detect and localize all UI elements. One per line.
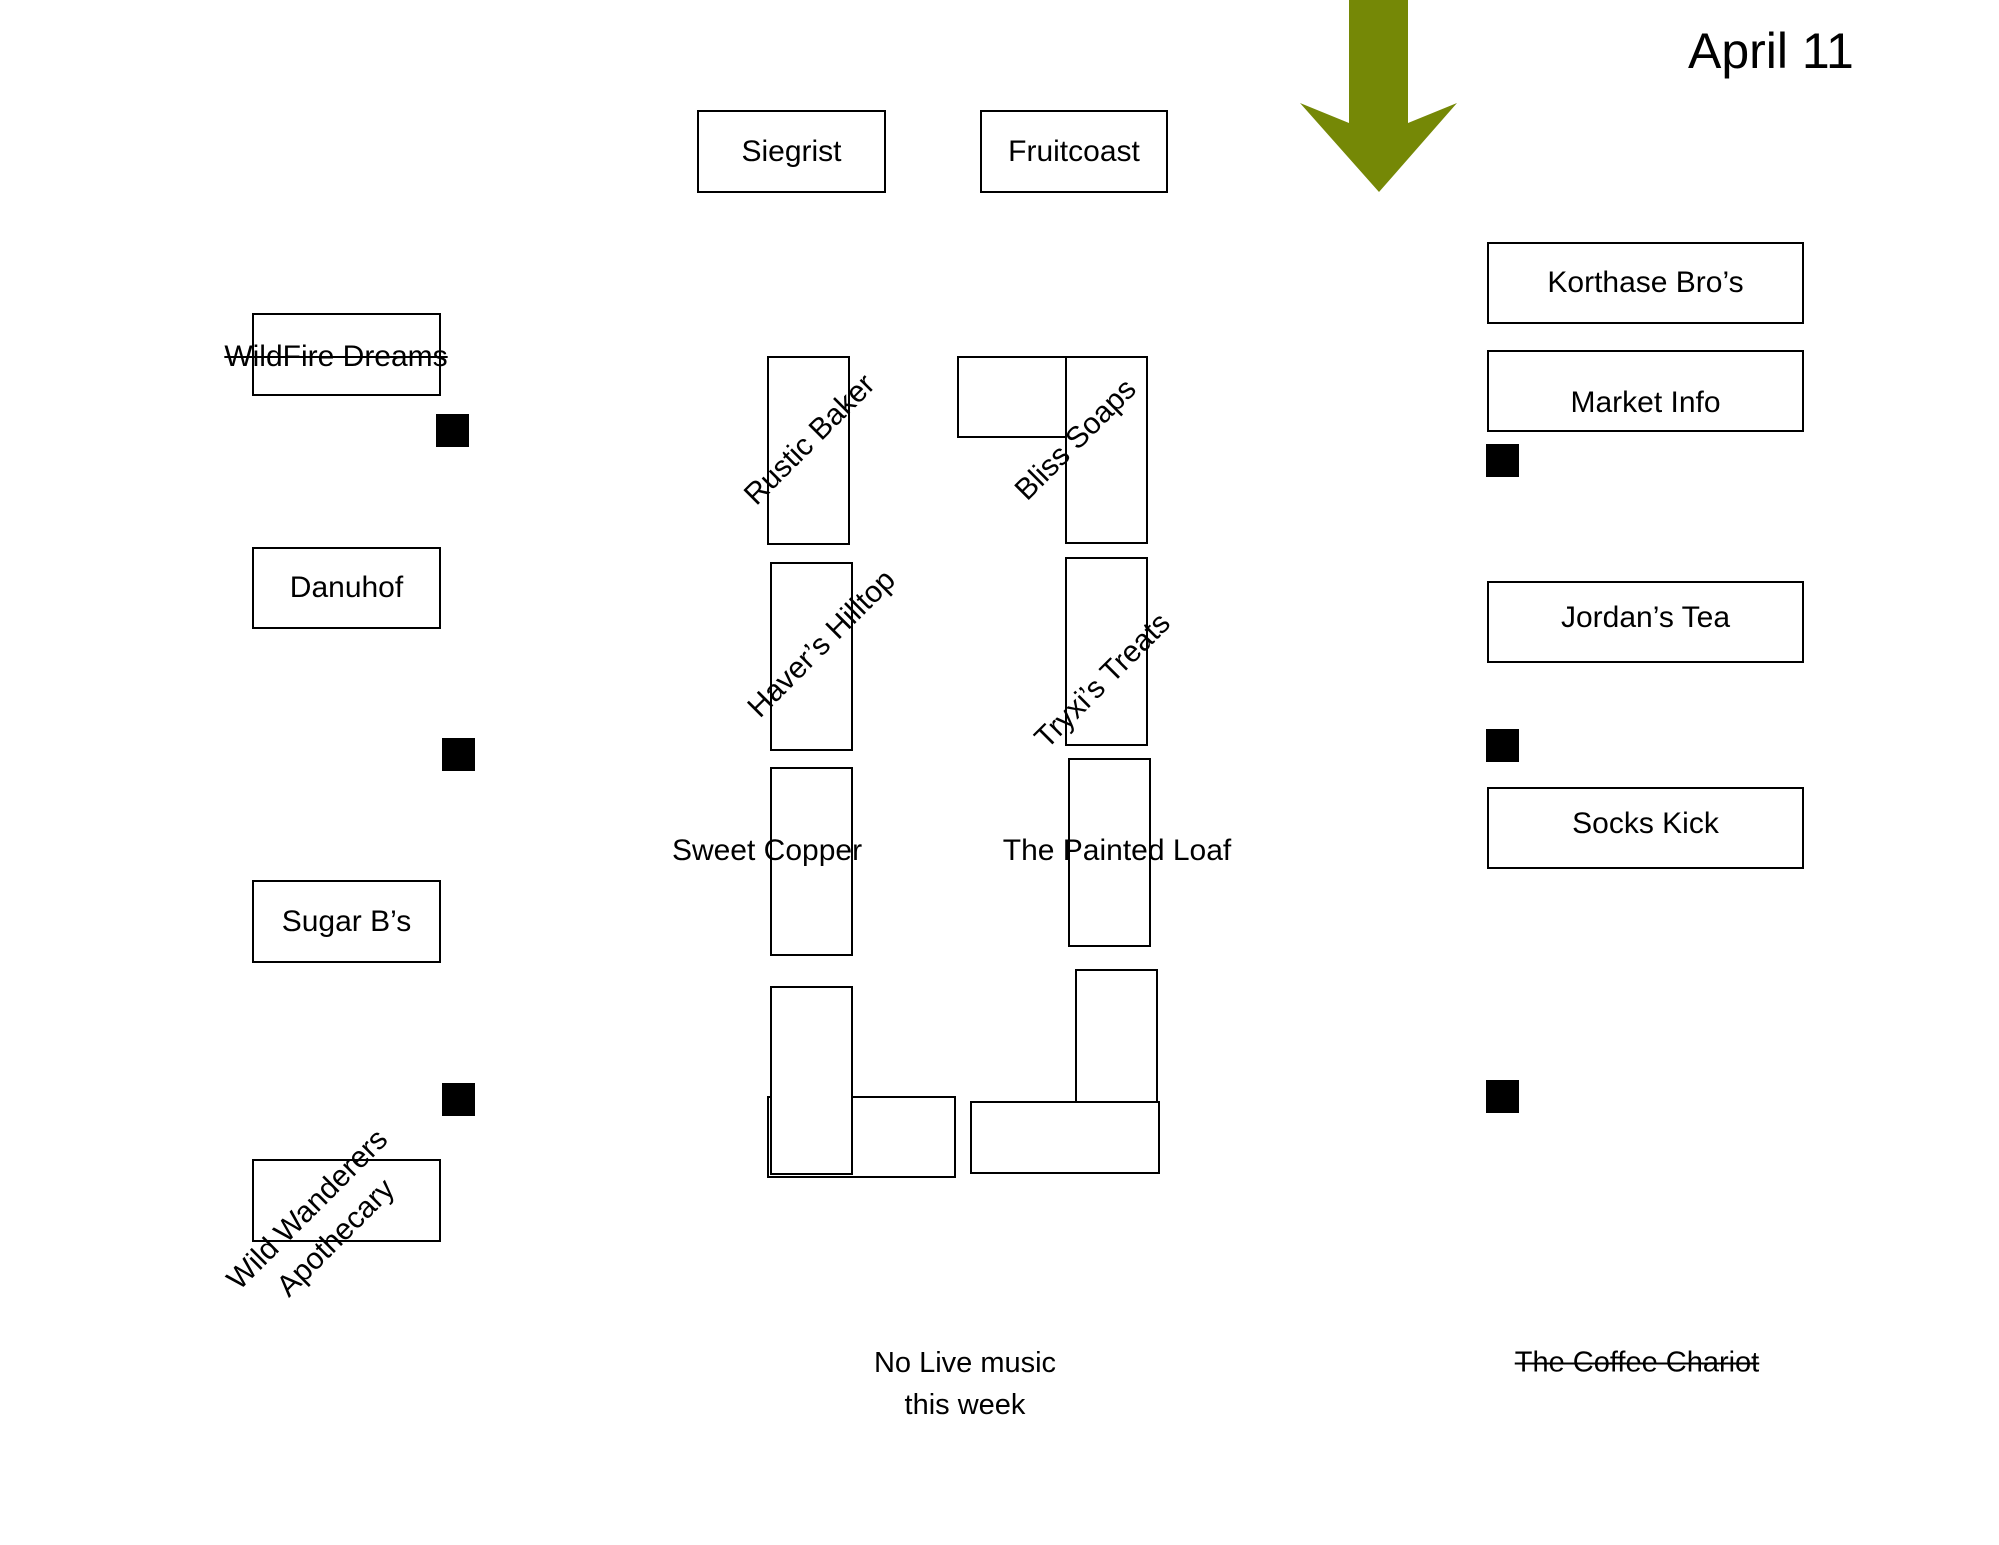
booth-bliss-soaps bbox=[1065, 356, 1148, 544]
booth-label: Market Info bbox=[1570, 386, 1721, 420]
booth-label: Sweet Copper bbox=[671, 834, 863, 867]
booth-tryxis-treats bbox=[1065, 557, 1148, 746]
booth-empty-horizontal bbox=[767, 1096, 956, 1178]
booth-sugar-bs: Sugar B’s bbox=[252, 880, 441, 963]
marker-square bbox=[1486, 1080, 1519, 1113]
booth-label: Socks Kick bbox=[1572, 807, 1719, 841]
booth-label: Jordan’s Tea bbox=[1560, 601, 1731, 635]
note-line1: No Live music bbox=[873, 1347, 1057, 1379]
booth-rustic-baker bbox=[767, 356, 850, 545]
booth-empty-vertical bbox=[770, 986, 853, 1175]
booth-empty-horizontal bbox=[970, 1101, 1160, 1174]
booth-wild-wanderers bbox=[252, 1159, 441, 1242]
booth-jordans-tea: Jordan’s Tea bbox=[1487, 581, 1804, 663]
live-music-note: No Live music this week bbox=[830, 1342, 1100, 1426]
coffee-chariot-cancelled: The Coffee Chariot bbox=[1514, 1346, 1760, 1379]
booth-sweet-copper bbox=[770, 767, 853, 956]
booth-havers-hilltop bbox=[770, 562, 853, 751]
marker-square bbox=[1486, 444, 1519, 477]
booth-fruitcoast: Fruitcoast bbox=[980, 110, 1168, 193]
booth-label: Korthase Bro’s bbox=[1547, 266, 1744, 299]
marker-square bbox=[442, 1083, 475, 1116]
booth-label: The Painted Loaf bbox=[1002, 834, 1232, 867]
booth-label: Danuhof bbox=[289, 571, 404, 604]
booth-empty-vertical bbox=[1075, 969, 1158, 1103]
booth-wildfire-dreams bbox=[252, 313, 441, 396]
note-line2: this week bbox=[904, 1389, 1026, 1421]
booth-market-info: Market Info bbox=[1487, 350, 1804, 432]
booth-socks-kick: Socks Kick bbox=[1487, 787, 1804, 869]
marker-square bbox=[1486, 729, 1519, 762]
marker-square bbox=[436, 414, 469, 447]
date-heading: April 11 bbox=[1688, 23, 1854, 79]
booth-label: Siegrist bbox=[741, 134, 842, 168]
booth-label: Sugar B’s bbox=[281, 904, 412, 938]
booth-empty-side bbox=[957, 356, 1067, 438]
marker-square bbox=[442, 738, 475, 771]
booth-label: Fruitcoast bbox=[1008, 134, 1140, 168]
booth-painted-loaf bbox=[1068, 758, 1151, 947]
arrow-down-shape bbox=[1300, 0, 1457, 192]
booth-danuhof: Danuhof bbox=[252, 547, 441, 629]
entrance-arrow-icon bbox=[1300, 0, 1457, 192]
booth-label-cancelled: WildFire Dreams bbox=[224, 340, 448, 373]
booth-siegrist: Siegrist bbox=[697, 110, 886, 193]
booth-korthase-bros: Korthase Bro’s bbox=[1487, 242, 1804, 324]
